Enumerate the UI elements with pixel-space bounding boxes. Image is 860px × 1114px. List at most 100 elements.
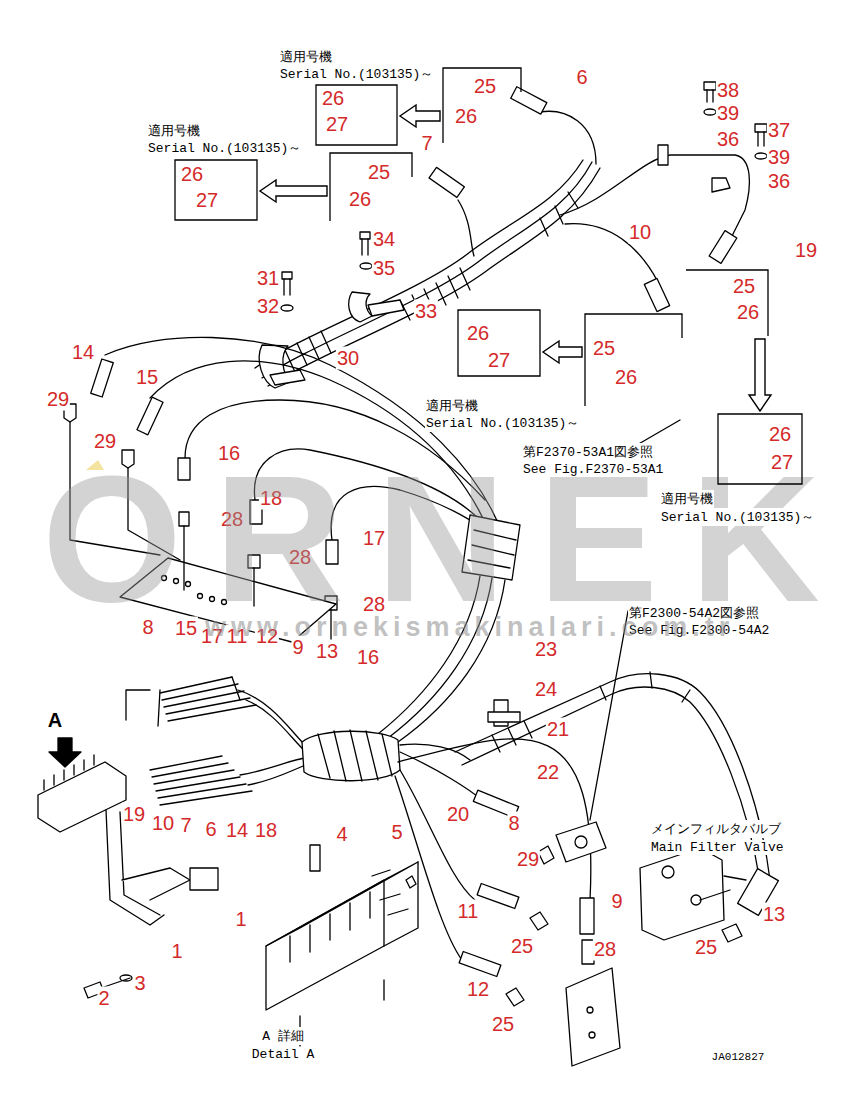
line-art	[310, 845, 320, 871]
line-art	[360, 263, 372, 269]
line-art	[91, 359, 114, 397]
callout-number: 39	[716, 102, 740, 125]
callout-number: 13	[762, 903, 786, 926]
box-outline	[585, 314, 682, 406]
callout-number: 18	[254, 819, 278, 842]
line-art	[255, 160, 583, 368]
callout-number: 33	[414, 300, 438, 323]
inset-box: 2526	[686, 270, 768, 336]
line-art	[281, 305, 293, 311]
callout-number: 26	[180, 163, 204, 186]
line-art	[477, 884, 519, 909]
line-art	[700, 876, 746, 900]
line-art	[707, 90, 713, 102]
inset-box: 2627適用号機Serial No.(103135)～	[458, 310, 540, 376]
callout-number: 3	[133, 972, 146, 995]
line-art	[556, 822, 606, 862]
note-text: Serial No.(103135)～	[147, 139, 302, 157]
callout-number: 27	[325, 113, 349, 136]
line-art	[290, 892, 370, 962]
line-art	[755, 153, 767, 159]
box-outline	[330, 153, 412, 221]
box-outline	[686, 270, 768, 336]
line-art	[302, 731, 400, 781]
box-outline	[458, 310, 540, 376]
line-art	[704, 82, 716, 90]
line-art	[400, 770, 475, 900]
callout-number: 7	[179, 814, 192, 837]
line-art	[709, 231, 737, 264]
line-art	[362, 239, 368, 255]
line-art	[488, 712, 520, 722]
callout-number: 4	[335, 823, 348, 846]
line-art	[122, 868, 190, 900]
callout-number: 19	[794, 239, 818, 262]
inset-box: 2526	[443, 68, 521, 143]
hollow-arrow	[749, 339, 771, 411]
line-art	[644, 278, 669, 311]
box-outline	[443, 68, 521, 143]
note-text: Serial No.(103135)～	[279, 65, 434, 83]
callout-number: 25	[592, 337, 616, 360]
callout-number: 36	[767, 170, 791, 193]
callout-number: 37	[767, 119, 791, 142]
line-art	[360, 232, 370, 239]
callout-number: 29	[516, 848, 540, 871]
line-art	[511, 87, 547, 114]
caption-text: A 詳細	[261, 1027, 305, 1045]
callout-number: 27	[487, 349, 511, 372]
line-art	[268, 168, 600, 386]
line-art	[704, 109, 716, 115]
line-art	[120, 975, 132, 981]
hollow-arrow	[260, 180, 327, 202]
line-art	[160, 677, 256, 721]
inset-box: 適用号機Serial No.(103135)～2627	[316, 85, 397, 145]
callout-number: 35	[372, 257, 396, 280]
hollow-arrow	[543, 341, 582, 363]
callout-number: 11	[457, 900, 480, 923]
line-art	[282, 272, 292, 279]
line-art	[38, 762, 126, 832]
line-art	[284, 279, 290, 295]
callout-number: 26	[321, 87, 345, 110]
line-art	[266, 880, 384, 1010]
callout-number: 21	[546, 718, 570, 741]
callout-number: 22	[536, 761, 560, 784]
callout-number: 27	[195, 189, 219, 212]
line-art	[640, 848, 724, 940]
view-letter: A	[47, 709, 63, 732]
callout-number: 10	[151, 812, 175, 835]
line-art	[722, 924, 742, 942]
callout-number: 13	[315, 640, 339, 663]
callout-number: 12	[466, 978, 490, 1001]
inset-box: 適用号機Serial No.(103135)～2627	[175, 160, 257, 220]
callout-number: 38	[716, 79, 740, 102]
line-art	[406, 876, 416, 888]
box-outline	[175, 160, 257, 220]
line-art	[126, 690, 150, 720]
callout-number: 6	[575, 66, 588, 89]
callout-number: 8	[507, 812, 520, 835]
line-art	[266, 862, 418, 946]
watermark-url: www.ornekismakinalari.com.tr	[205, 614, 734, 641]
caption-text: Detail A	[251, 1047, 315, 1062]
line-art	[580, 898, 594, 934]
callout-number: 15	[135, 366, 159, 389]
callout-number: 2	[97, 987, 110, 1010]
callout-number: 14	[225, 819, 249, 842]
line-art	[429, 167, 464, 197]
hollow-arrow	[400, 105, 440, 127]
callout-number: 25	[732, 275, 756, 298]
callout-number: 26	[614, 366, 638, 389]
line-art	[270, 370, 305, 385]
line-art	[459, 952, 501, 977]
callout-number: 25	[367, 161, 391, 184]
line-art	[538, 846, 554, 864]
callout-number: 5	[390, 821, 403, 844]
drawing-number: JA012827	[711, 1051, 766, 1063]
line-art	[658, 145, 668, 165]
callout-number: 14	[71, 341, 95, 364]
line-art	[238, 690, 306, 785]
line-art	[540, 192, 578, 236]
